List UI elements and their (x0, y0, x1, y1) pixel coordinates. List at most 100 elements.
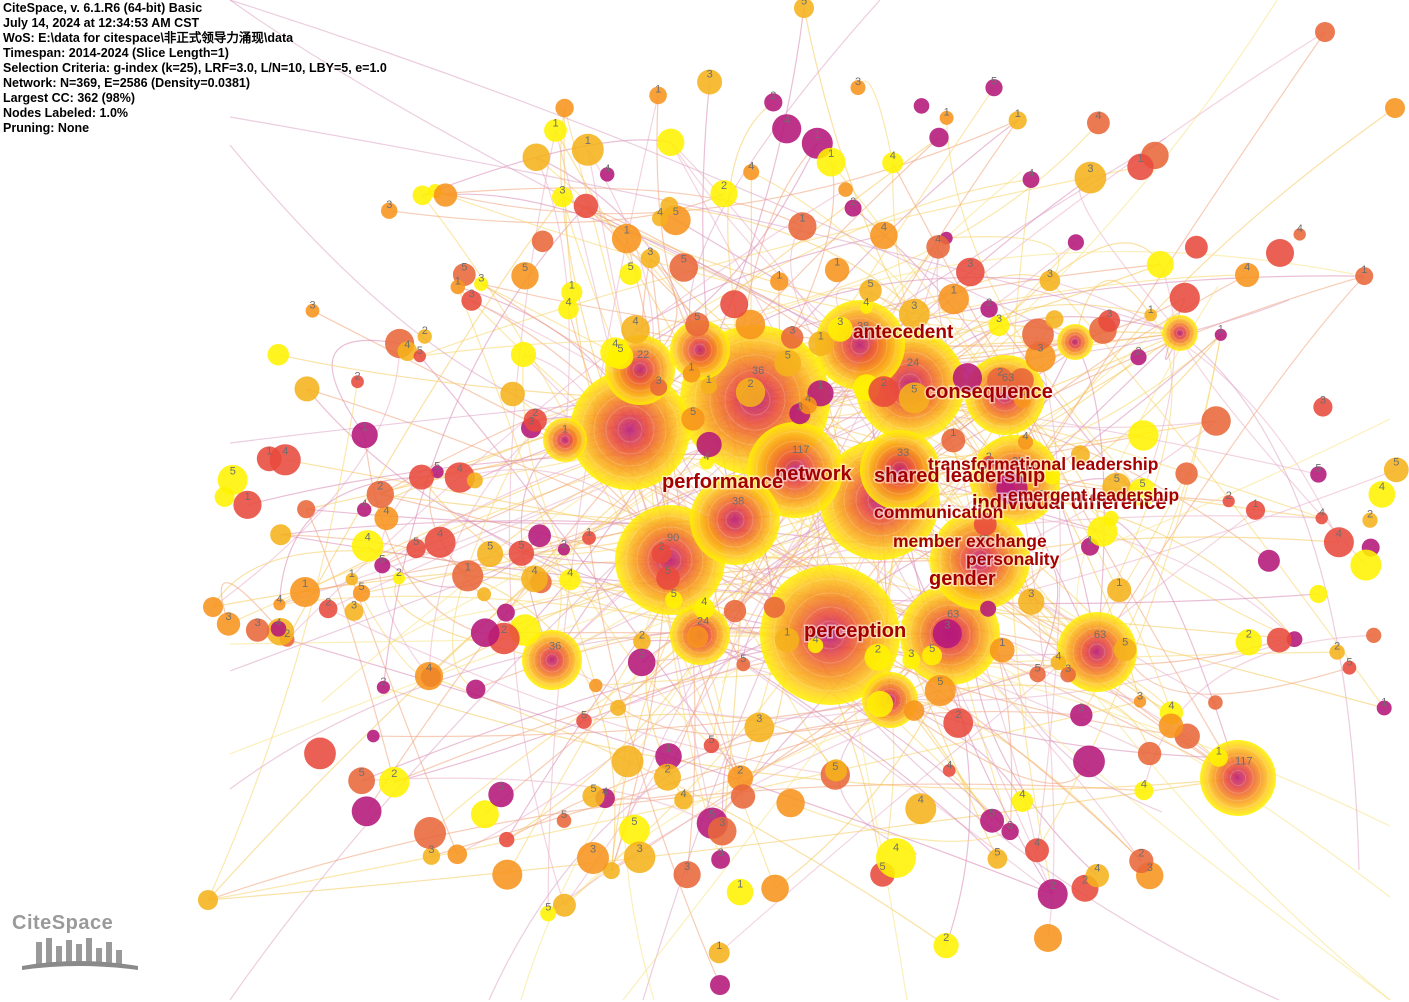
node-count-label: 3 (756, 713, 762, 725)
node-count-label: 2 (955, 709, 961, 721)
keyword-node (943, 708, 974, 738)
node-count-label: 3 (1037, 343, 1043, 355)
node-count-label: 1 (349, 568, 355, 580)
keyword-node (656, 566, 680, 590)
kw-member-exchange[interactable]: member exchange (892, 530, 1049, 553)
kw-personality[interactable]: personality (965, 548, 1062, 571)
keyword-node (203, 597, 223, 617)
node-count-label: 3 (559, 184, 565, 196)
node-count-label: 2 (380, 676, 386, 688)
cluster-node-year-ring (555, 430, 575, 450)
node-count-label: 5 (991, 76, 997, 88)
kw-transformational-leadership[interactable]: transformational leadership (927, 453, 1160, 476)
keyword-node (903, 700, 925, 721)
kw-emergent-leadership[interactable]: emergent leadership (1007, 484, 1181, 507)
kw-consequence[interactable]: consequence (924, 380, 1055, 405)
node-count-label: 5 (1035, 662, 1041, 674)
keyword-node (816, 147, 846, 177)
keyword-node (1001, 822, 1019, 841)
keyword-node (973, 512, 997, 536)
keyword-node (492, 859, 523, 890)
keyword-node (417, 329, 432, 344)
cluster-node-ring (690, 475, 780, 565)
keyword-node (582, 785, 605, 808)
keyword-node (735, 309, 766, 340)
network-edge (207, 381, 359, 901)
keyword-node (544, 119, 567, 142)
cluster-node (760, 565, 900, 705)
keyword-node (273, 598, 286, 611)
node-count-label: 1 (818, 380, 824, 392)
node-count-label: 5 (989, 808, 995, 820)
cluster-node-ring (1162, 315, 1198, 351)
node-count-label: 5 (694, 311, 700, 323)
keyword-node (217, 464, 248, 495)
keyword-node (1070, 445, 1090, 465)
keyword-node (619, 814, 650, 846)
cluster-node-year-ring (775, 450, 815, 490)
nodes-labeled-text: Nodes Labeled: 1.0% (3, 106, 129, 120)
kw-antecedent[interactable]: antecedent (852, 321, 956, 345)
kw-perception[interactable]: perception (803, 619, 908, 644)
keyword-node (1158, 713, 1184, 739)
kw-network[interactable]: network (774, 462, 855, 487)
node-count-label: 2 (721, 180, 727, 192)
node-count-label: 2 (377, 481, 383, 493)
node-count-label: 3 (255, 617, 261, 629)
network-edge (1074, 279, 1152, 343)
network-summary-panel: CiteSpace, v. 6.1.R6 (64-bit) Basic July… (3, 1, 387, 136)
network-edge (506, 711, 1082, 841)
keyword-node (1329, 644, 1345, 660)
keyword-node (1169, 282, 1200, 313)
node-count-label: 4 (437, 528, 443, 540)
node-count-label: 4 (383, 505, 389, 517)
network-edge (1074, 341, 1105, 653)
keyword-node (602, 862, 620, 880)
node-count-label: 1 (655, 83, 661, 95)
kw-communication[interactable]: communication (873, 501, 1005, 524)
network-edge (564, 107, 744, 797)
keyword-node (1050, 654, 1067, 671)
node-count-label: 1 (586, 527, 592, 539)
keyword-node (409, 464, 434, 490)
keyword-node (844, 199, 862, 217)
keyword-node (764, 93, 783, 112)
network-edge (1051, 334, 1222, 477)
node-count-label: 5 (628, 261, 634, 273)
keyword-node (1013, 390, 1031, 409)
keyword-node (1085, 863, 1110, 888)
cluster-node-year-ring (756, 431, 834, 509)
node-count-label: 5 (929, 643, 935, 655)
kw-individual-difference[interactable]: individual difference (971, 491, 1168, 516)
node-count-label: 36 (549, 641, 561, 653)
network-edge (229, 116, 1181, 334)
cluster-node-year-ring (867, 437, 933, 503)
cluster-node-year-ring (969, 549, 991, 571)
cluster-node-year-ring (1067, 334, 1083, 350)
node-count-label: 3 (789, 325, 795, 337)
cluster-node-year-ring (539, 647, 565, 673)
node-count-label: 3 (1320, 395, 1326, 407)
keyword-node (1342, 660, 1357, 675)
node-count-label: 5 (868, 278, 874, 290)
cluster-node-year-ring (1229, 769, 1247, 787)
keyword-node (589, 678, 603, 693)
network-edge (306, 388, 1142, 862)
cluster-node-year-ring (1214, 754, 1262, 802)
kw-performance[interactable]: performance (661, 470, 785, 495)
cluster-node-year-ring (841, 326, 879, 364)
network-edge (278, 476, 422, 605)
node-count-label: 1 (944, 107, 950, 119)
cluster-node-year-ring (1175, 328, 1185, 338)
network-edge (620, 179, 1032, 357)
network-edge (1141, 264, 1176, 493)
keyword-node (697, 69, 723, 95)
kw-shared-leadership[interactable]: shared leadership (873, 464, 1047, 489)
kw-gender[interactable]: gender (928, 567, 998, 592)
node-count-label: 4 (1336, 528, 1342, 540)
keyword-node (864, 643, 892, 671)
node-count-label: 5 (785, 349, 791, 361)
keyword-node (216, 612, 241, 636)
keyword-node (657, 128, 685, 156)
